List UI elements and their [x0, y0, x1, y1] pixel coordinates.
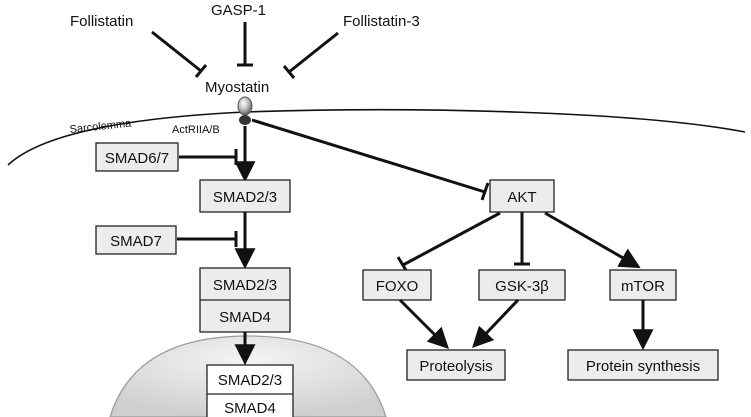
nuclear-smad4-label: SMAD4	[224, 400, 276, 417]
akt-box	[489, 179, 555, 213]
foxo-box	[362, 269, 432, 301]
receptor-icon	[237, 96, 253, 116]
akt-label: AKT	[507, 189, 536, 206]
gsk3b-label: GSK-3β	[495, 278, 549, 295]
nuclear-smad23-label: SMAD2/3	[218, 372, 282, 389]
akt-to-mtor-arrow	[544, 211, 641, 269]
akt-to-foxo-inhibition	[396, 211, 501, 273]
smad23-label: SMAD2/3	[213, 189, 277, 206]
foxo-to-proteolysis-arrow	[398, 298, 449, 349]
follistatin-label: Follistatin	[70, 13, 133, 30]
receptor-to-akt-inhibition	[251, 118, 490, 201]
nuclear-complex-box	[206, 364, 294, 417]
follistatin3-inhibition	[282, 31, 339, 79]
protein-synthesis-box	[567, 349, 719, 381]
sarcolemma-label: Sarcolemma	[69, 118, 133, 136]
protein-synthesis-label: Protein synthesis	[586, 358, 700, 375]
smad67-inhibition	[179, 149, 238, 165]
myostatin-label: Myostatin	[205, 79, 269, 96]
complex-smad23-label: SMAD2/3	[213, 277, 277, 294]
akt-to-gsk3b-inhibition	[514, 212, 530, 266]
proteolysis-box	[406, 349, 506, 381]
foxo-label: FOXO	[376, 278, 419, 295]
receptor-label: ActRIIA/B	[172, 124, 220, 136]
receptor-base-icon	[239, 115, 251, 125]
proteolysis-label: Proteolysis	[419, 358, 492, 375]
smad7-box	[95, 225, 177, 255]
gsk3b-to-proteolysis-arrow	[472, 298, 520, 349]
complex-smad4-label: SMAD4	[219, 309, 271, 326]
mtor-label: mTOR	[621, 278, 665, 295]
gsk3b-box	[478, 269, 566, 301]
smad23-box	[199, 179, 291, 213]
follistatin-inhibition	[151, 30, 208, 78]
smad67-label: SMAD6/7	[105, 150, 169, 167]
gasp1-label: GASP-1	[211, 2, 266, 19]
sarcolemma-membrane	[7, 108, 746, 166]
smad67-box	[95, 142, 179, 172]
smad7-inhibition	[177, 231, 238, 247]
follistatin3-label: Follistatin-3	[343, 13, 420, 30]
gasp1-inhibition	[237, 22, 253, 67]
smad7-label: SMAD7	[110, 233, 162, 250]
